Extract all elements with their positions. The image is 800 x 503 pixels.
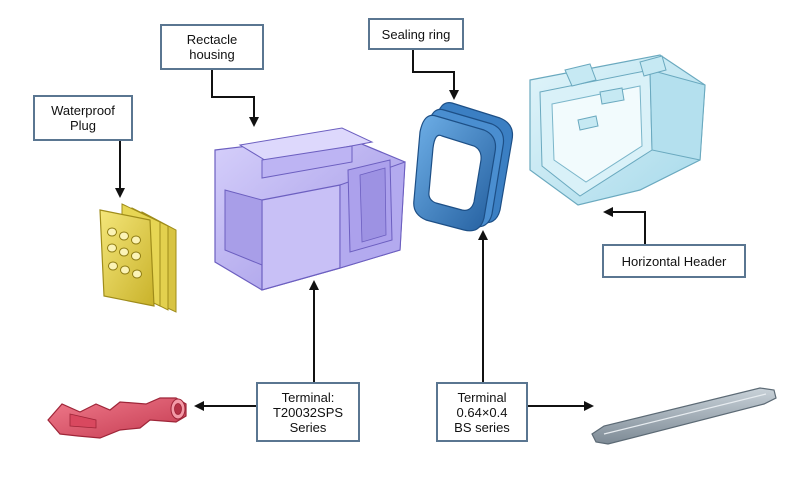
label-terminal-t20032sps: Terminal: T20032SPS Series <box>256 382 360 442</box>
label-rectacle-housing-line2: housing <box>189 47 235 62</box>
horizontal-header-part <box>529 54 706 206</box>
pin-terminal-part <box>591 387 777 445</box>
label-waterproof-plug-line2: Plug <box>69 118 97 133</box>
label-horizontal-header-line1: Horizontal Header <box>621 253 727 269</box>
label-terminal-064x04-line3: BS series <box>454 419 510 435</box>
waterproof-plug-part <box>99 203 177 313</box>
label-rectacle-housing: Rectacle housing <box>160 24 264 70</box>
label-horizontal-header: Horizontal Header <box>602 244 746 278</box>
label-waterproof-plug-line1: Waterproof <box>51 103 115 118</box>
label-rectacle-housing-line1: Rectacle <box>186 32 238 47</box>
label-terminal-t20032sps-line1: Terminal: <box>281 389 335 405</box>
label-terminal-064x04-line1: Terminal <box>457 389 507 405</box>
label-waterproof-plug: Waterproof Plug <box>33 95 133 141</box>
label-terminal-t20032sps-line3: Series <box>289 419 327 435</box>
red-terminal-part <box>47 397 187 439</box>
label-sealing-ring-line1: Sealing ring <box>381 26 451 42</box>
rectacle-housing-part <box>214 127 406 291</box>
arrows-layer <box>115 49 646 411</box>
label-terminal-064x04: Terminal 0.64×0.4 BS series <box>436 382 528 442</box>
sealing-ring-part <box>413 102 514 232</box>
label-terminal-t20032sps-line2: T20032SPS <box>272 404 344 420</box>
label-terminal-064x04-line2: 0.64×0.4 <box>456 404 508 420</box>
arrow-horizontal-header <box>603 207 646 245</box>
label-sealing-ring: Sealing ring <box>368 18 464 50</box>
arrow-rectacle-housing <box>211 70 259 127</box>
arrow-sealing-ring <box>412 49 459 100</box>
